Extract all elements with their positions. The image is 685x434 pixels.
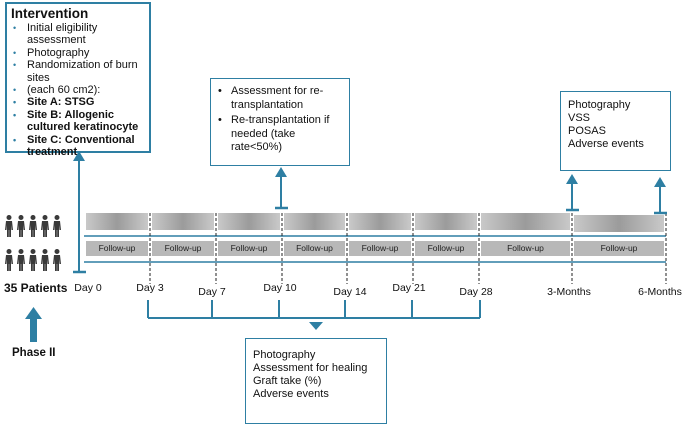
person-icon <box>17 249 25 271</box>
day0-arrow <box>73 151 86 274</box>
intervention-item: Site A: STSG <box>11 96 145 109</box>
patients-icon <box>5 215 61 271</box>
followup-bar: Follow-up <box>574 241 664 256</box>
shaded-block <box>218 213 280 230</box>
3months-arrow <box>566 174 579 212</box>
late-assessment-item: Adverse events <box>568 138 644 150</box>
followup-bar: Follow-up <box>415 241 477 256</box>
shaded-block <box>86 213 148 230</box>
day-label: Day 28 <box>459 286 493 298</box>
followup-bar: Follow-up <box>86 241 148 256</box>
person-icon <box>29 215 37 237</box>
person-icon <box>29 249 37 271</box>
intervention-item: (each 60 cm2): <box>11 84 145 97</box>
intervention-box: Intervention Initial eligibility assessm… <box>5 2 151 158</box>
healing-assessment-item: Assessment for healing <box>253 362 368 374</box>
day-label: 3-Months <box>547 286 591 298</box>
late-assessment-item: VSS <box>568 112 591 124</box>
day-label: Day 3 <box>136 282 164 294</box>
person-icon <box>5 249 13 271</box>
late-assessment-item: Photography <box>568 99 631 111</box>
shaded-block <box>415 213 477 230</box>
intervention-item: Site C: Conventional treatment <box>11 134 145 159</box>
intervention-item: Photography <box>11 47 145 60</box>
followup-bar: Follow-up <box>349 241 411 256</box>
intervention-item: Site B: Allogenic cultured keratinocyte <box>11 109 145 134</box>
retransplant-list: Assessment for re-transplantationRe-tran… <box>215 85 345 155</box>
intervention-title: Intervention <box>11 6 89 21</box>
day-label: Day 7 <box>198 286 226 298</box>
day-label: Day 21 <box>392 282 426 294</box>
healing-assessment-item: Adverse events <box>253 388 329 400</box>
healing-arrow <box>309 322 323 330</box>
healing-bracket <box>147 300 481 319</box>
day-separators <box>149 213 667 284</box>
shaded-block <box>349 213 411 230</box>
day-label: Day 0 <box>74 282 102 294</box>
healing-assessment-item: Photography <box>253 349 316 361</box>
phase-arrow <box>25 307 42 342</box>
shaded-block <box>284 213 345 230</box>
retransplant-box: Assessment for re-transplantationRe-tran… <box>210 78 350 166</box>
late-assessment-item: POSAS <box>568 125 606 137</box>
person-icon <box>17 215 25 237</box>
retransplant-item: Re-transplantation if needed (take rate<… <box>215 114 345 155</box>
followup-bar: Follow-up <box>284 241 345 256</box>
person-icon <box>53 215 61 237</box>
person-icon <box>5 215 13 237</box>
followup-bar: Follow-up <box>152 241 214 256</box>
shaded-block <box>574 215 664 232</box>
day10-arrow <box>275 167 288 210</box>
intervention-list: Initial eligibility assessmentPhotograph… <box>11 22 145 158</box>
healing-assessment-item: Graft take (%) <box>253 375 322 387</box>
person-icon <box>41 249 49 271</box>
followup-bar: Follow-up <box>218 241 280 256</box>
day-label: Day 14 <box>333 286 367 298</box>
intervention-item: Initial eligibility assessment <box>11 22 145 47</box>
patients-label: 35 Patients <box>4 281 68 295</box>
day-label: 6-Months <box>638 286 682 298</box>
person-icon <box>41 215 49 237</box>
day-label: Day 10 <box>263 282 297 294</box>
followup-bar: Follow-up <box>481 241 570 256</box>
6months-arrow <box>654 177 667 215</box>
retransplant-item: Assessment for re-transplantation <box>215 85 345 112</box>
shaded-block <box>152 213 214 230</box>
person-icon <box>53 249 61 271</box>
shaded-block <box>481 213 570 230</box>
phase-label: Phase II <box>12 347 56 359</box>
intervention-item: Randomization of burn sites <box>11 59 145 84</box>
